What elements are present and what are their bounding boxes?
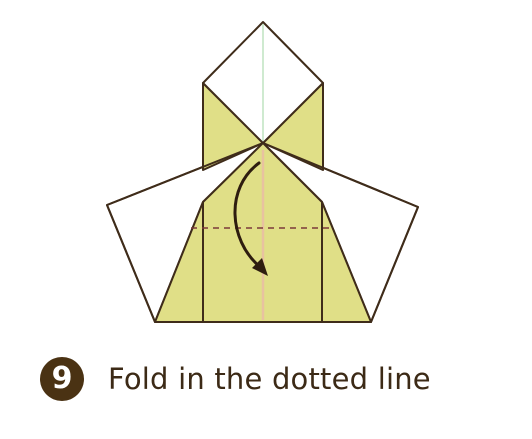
step-caption: 9 Fold in the dotted line bbox=[40, 356, 431, 402]
outer-outline bbox=[106, 142, 419, 323]
step-instruction: Fold in the dotted line bbox=[108, 362, 431, 396]
step-number: 9 bbox=[51, 361, 73, 396]
step-number-badge: 9 bbox=[40, 357, 84, 401]
origami-fold-diagram bbox=[106, 21, 419, 323]
curved-arrow-down-icon bbox=[233, 161, 268, 276]
